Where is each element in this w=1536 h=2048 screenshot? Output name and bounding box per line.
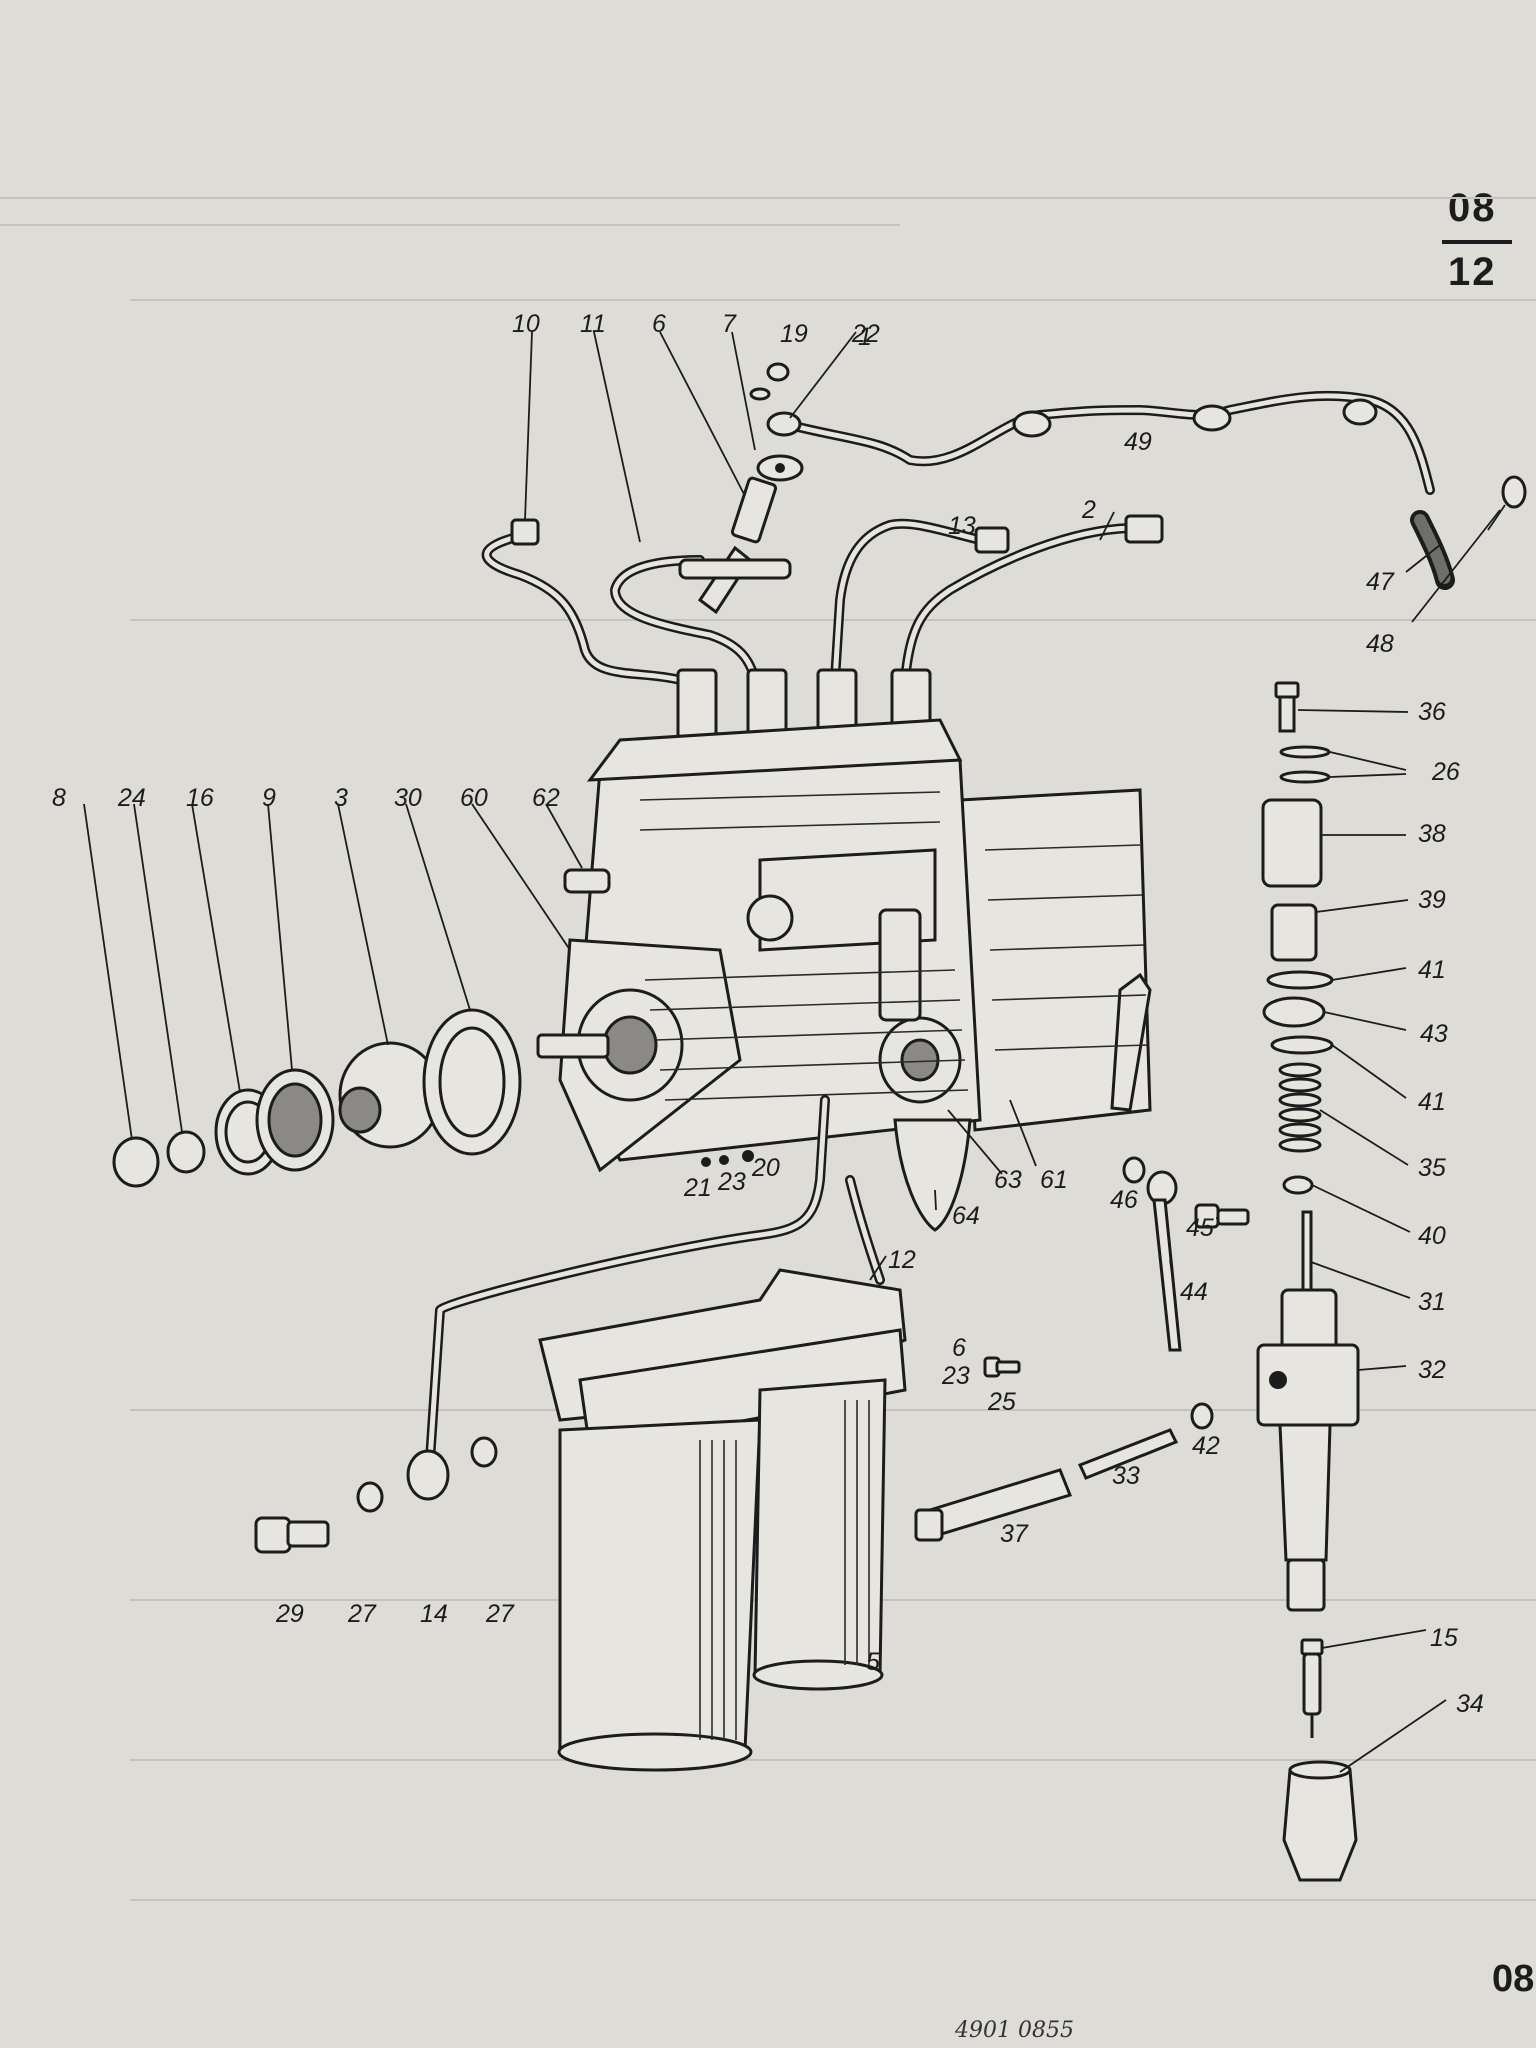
callout: 27 [347, 1600, 377, 1628]
callout: 44 [1180, 1278, 1208, 1306]
callout: 41 [1418, 1088, 1446, 1116]
callout: 23 [941, 1362, 970, 1390]
callout: 36 [1418, 698, 1446, 726]
pump-shading [639, 791, 1149, 1101]
callout: 16 [186, 784, 214, 812]
fuel-filter-assembly [254, 1095, 907, 1772]
callout: 62 [532, 784, 560, 812]
injection-pump-body [536, 668, 1152, 1232]
callout: 63 [994, 1166, 1022, 1194]
callout: 46 [1110, 1186, 1138, 1214]
callout: 40 [1418, 1222, 1446, 1250]
callout: 13 [948, 512, 976, 540]
callout: 26 [1431, 758, 1460, 786]
callout: 23 [717, 1168, 746, 1196]
small-parts [701, 1150, 1250, 1542]
callout: 39 [1418, 886, 1446, 914]
callout: 6 [952, 1334, 966, 1362]
callout: 35 [1418, 1154, 1446, 1182]
callout: 7 [722, 310, 737, 338]
callout: 37 [1000, 1520, 1029, 1548]
callout: 49 [1124, 428, 1152, 456]
page-number: 08 [1492, 1958, 1535, 2000]
section-subnumber: 12 [1448, 250, 1497, 294]
leader-lines [83, 331, 1501, 1773]
callout: 43 [1420, 1020, 1448, 1048]
callout: 42 [1192, 1432, 1220, 1460]
callout: 2 [1081, 496, 1096, 524]
callout: 19 [780, 320, 808, 348]
filter-shading [699, 1400, 870, 1740]
callout: 31 [1418, 1288, 1446, 1316]
callout: 11 [580, 310, 606, 338]
callout: 15 [1430, 1624, 1458, 1652]
drive-coupling-parts [112, 1008, 522, 1188]
callout: 29 [275, 1600, 304, 1628]
callout: 1 [858, 323, 872, 351]
section-number: 08 [1448, 186, 1497, 230]
callout: 41 [1418, 956, 1446, 984]
callout: 24 [117, 784, 146, 812]
callout: 38 [1418, 820, 1446, 848]
callout-numbers: 1 2 3 5 6 7 8 9 10 11 12 13 14 15 16 19 … [52, 310, 1484, 1718]
callout: 60 [460, 784, 488, 812]
callout: 20 [751, 1154, 780, 1182]
callout: 6 [652, 310, 666, 338]
callout: 33 [1112, 1462, 1140, 1490]
handwritten-stamp: 4901 0855 [955, 2018, 1074, 2043]
callout: 27 [485, 1600, 515, 1628]
callout: 25 [987, 1388, 1016, 1416]
callout: 3 [334, 784, 348, 812]
callout: 45 [1186, 1214, 1214, 1242]
callout: 48 [1366, 630, 1394, 658]
injector-column-parts [1256, 681, 1360, 1882]
callout: 22 [851, 320, 880, 348]
callout: 34 [1456, 1690, 1484, 1718]
callout: 32 [1418, 1356, 1446, 1384]
section-divider [1442, 240, 1512, 244]
callout: 30 [394, 784, 422, 812]
spring-35 [1278, 1062, 1322, 1153]
callout: 47 [1366, 568, 1395, 596]
callout: 9 [262, 784, 276, 812]
callout: 12 [888, 1246, 916, 1274]
callout: 10 [512, 310, 540, 338]
callout: 21 [683, 1174, 712, 1202]
callout: 8 [52, 784, 66, 812]
callout: 64 [952, 1202, 980, 1230]
callout: 61 [1040, 1166, 1068, 1194]
callout: 5 [866, 1648, 880, 1676]
callout: 14 [420, 1600, 448, 1628]
